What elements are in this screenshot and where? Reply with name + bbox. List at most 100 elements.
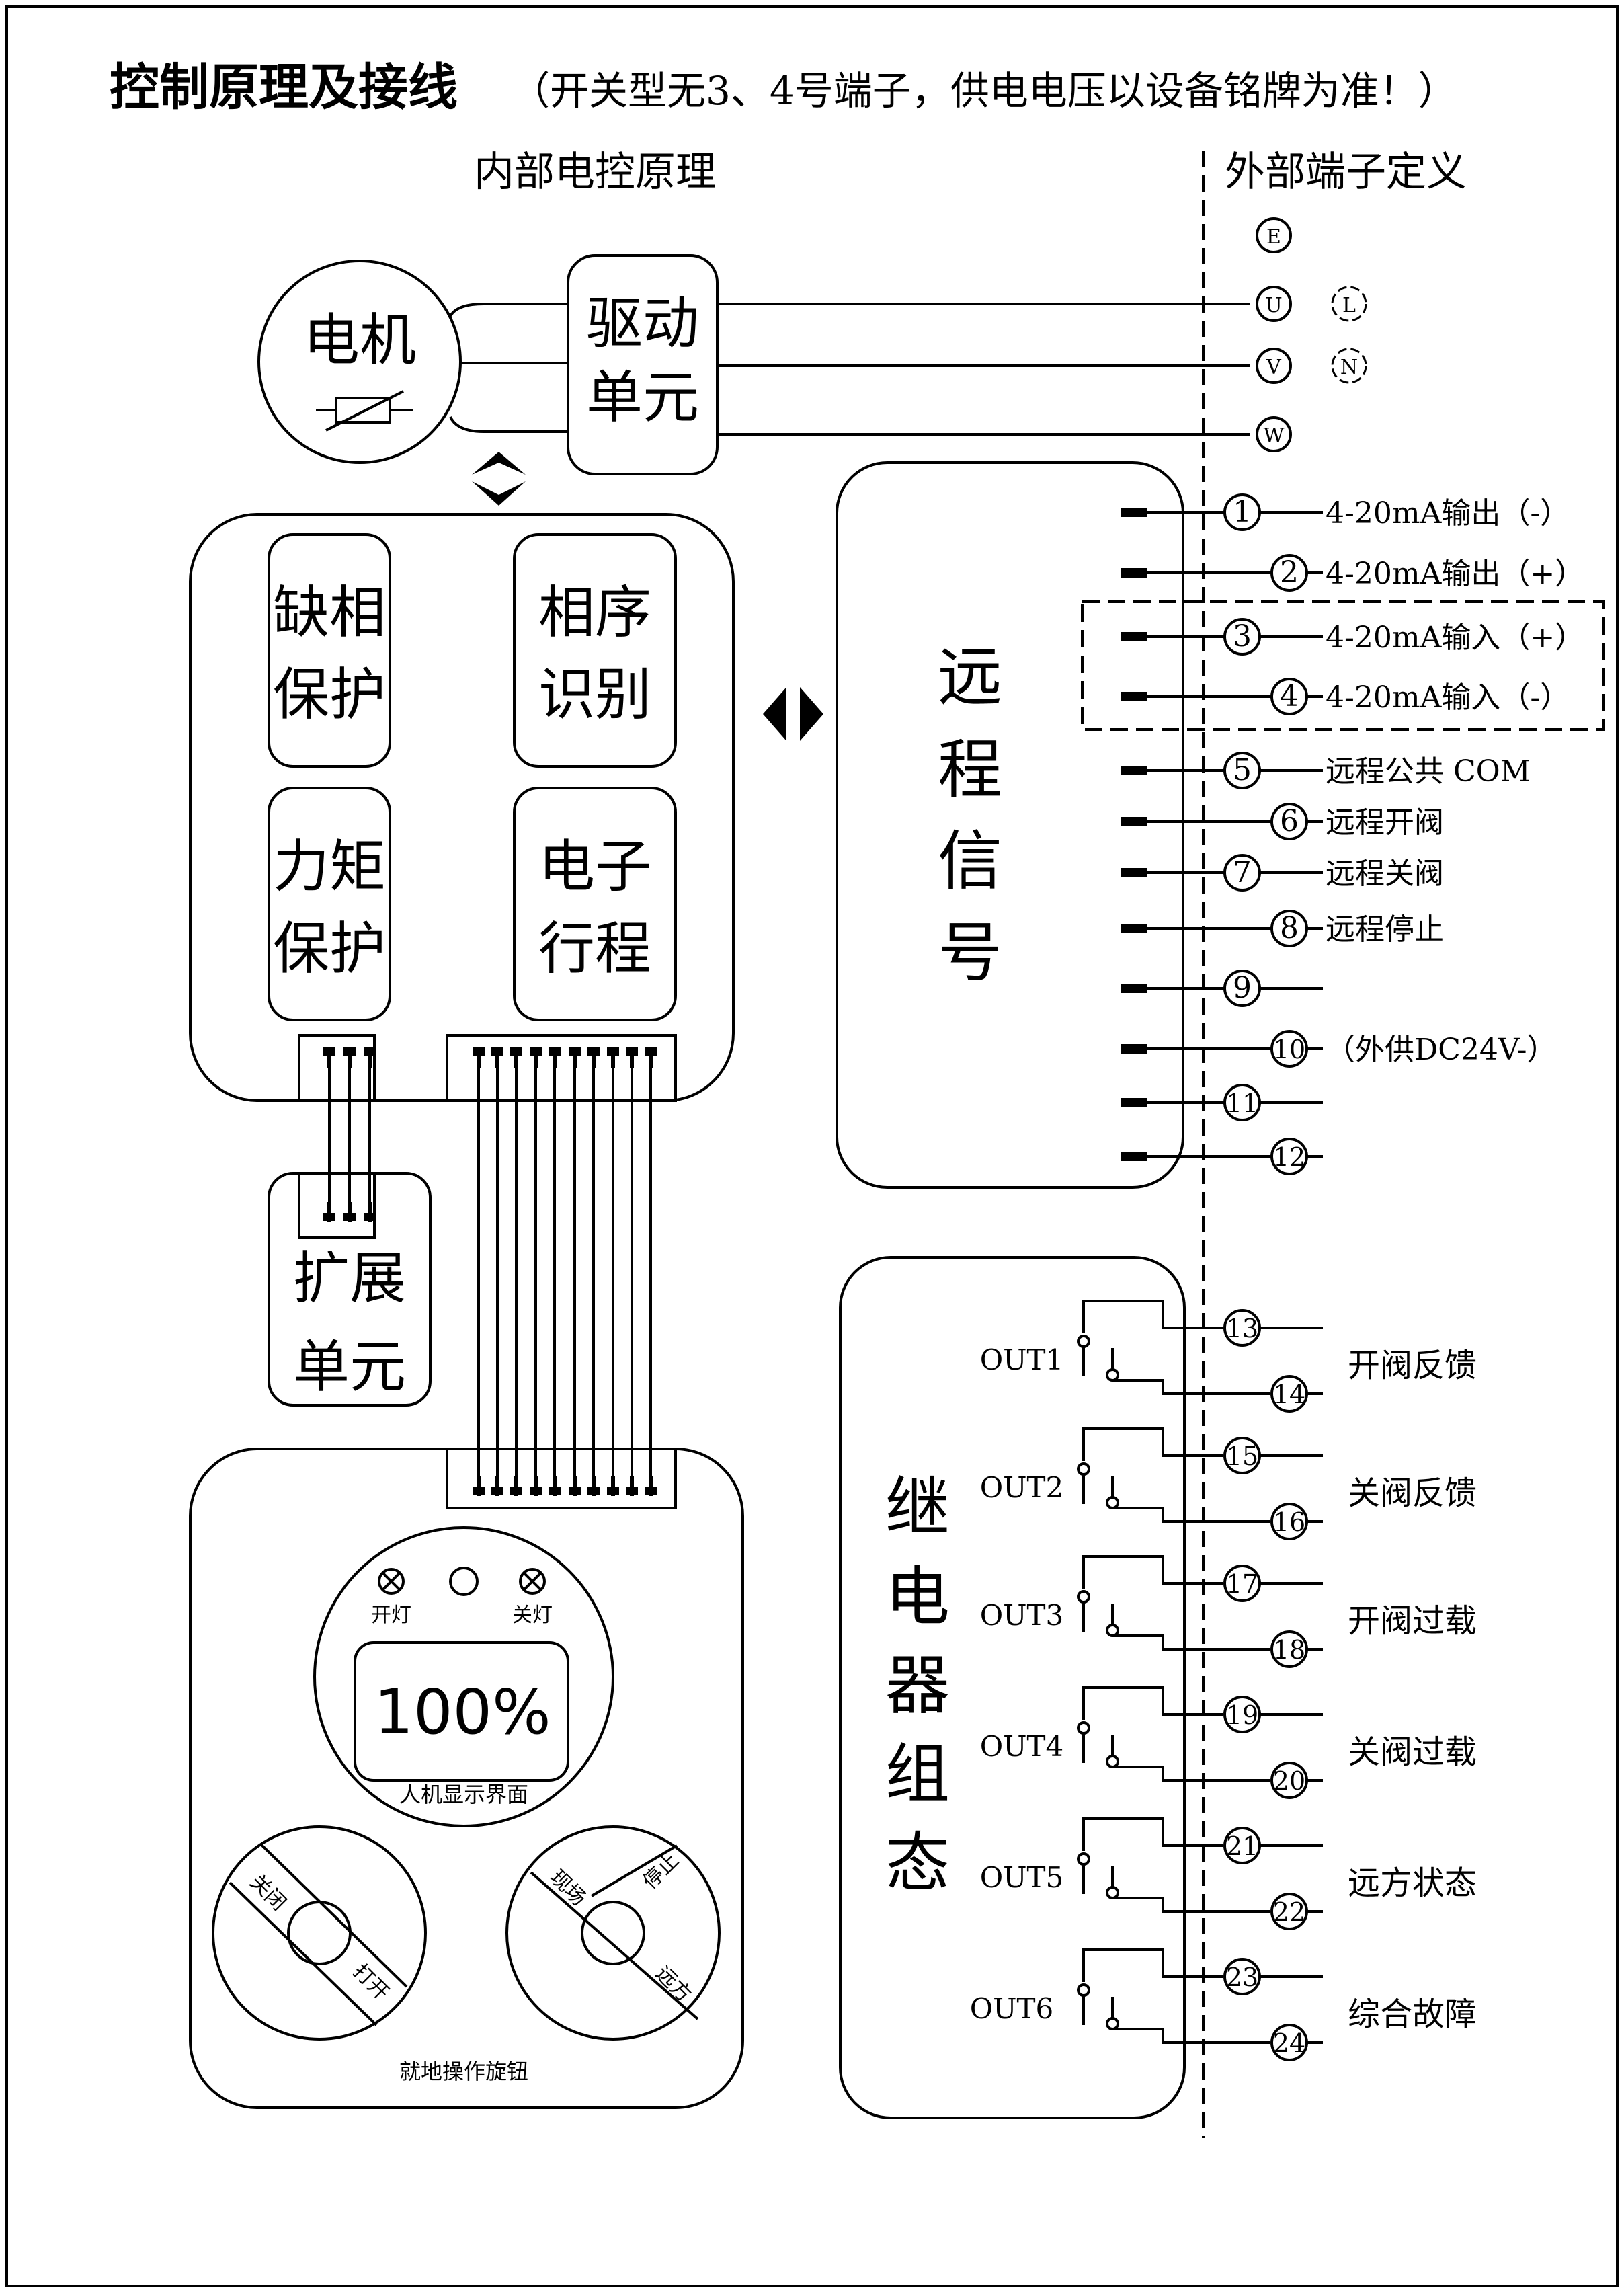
module-electronic-travel <box>513 787 677 1021</box>
control-board-box <box>189 513 735 1102</box>
connector-pin <box>473 1476 485 1496</box>
svg-text:远程开阀: 远程开阀 <box>1326 805 1444 840</box>
section-internal-heading: 内部电控原理 <box>474 149 716 196</box>
expansion-wires <box>328 1068 371 1202</box>
svg-text:6: 6 <box>1280 804 1299 838</box>
connector-pin <box>491 1476 503 1496</box>
connector-pin <box>549 1476 561 1496</box>
module-phase-loss-line2: 保护 <box>273 662 386 727</box>
remote-signal-char-1: 远 <box>938 639 1002 715</box>
connector-pin <box>626 1047 638 1068</box>
svg-text:OUT1: OUT1 <box>980 1343 1064 1376</box>
svg-text:15: 15 <box>1226 1441 1258 1471</box>
signal-terminal-6: 6 远程开阀 <box>1121 803 1444 840</box>
svg-text:关阀反馈: 关阀反馈 <box>1348 1474 1477 1512</box>
close-lamp-label: 关灯 <box>512 1604 553 1627</box>
svg-text:远程公共 COM: 远程公共 COM <box>1326 754 1531 789</box>
relay-group-char-4: 组 <box>885 1737 950 1812</box>
svg-text:开阀反馈: 开阀反馈 <box>1348 1347 1477 1384</box>
terminal-V: V <box>1256 348 1292 384</box>
module-phase-sequence-line1: 相序 <box>538 580 651 645</box>
module-phase-sequence <box>513 533 677 768</box>
module-torque-protection-line2: 保护 <box>273 916 386 982</box>
svg-text:8: 8 <box>1280 911 1299 945</box>
motor-label-2: 机 <box>360 307 416 373</box>
module-phase-loss <box>268 533 391 768</box>
terminal-U: U <box>1256 286 1292 322</box>
motor-label: 电机 <box>303 307 416 373</box>
svg-text:N: N <box>1340 356 1358 379</box>
svg-text:3: 3 <box>1233 619 1252 654</box>
svg-text:远方状态: 远方状态 <box>1348 1864 1477 1902</box>
svg-text:远程关阀: 远程关阀 <box>1326 857 1444 891</box>
svg-text:4-20mA输入（+）: 4-20mA输入（+） <box>1326 621 1584 655</box>
signal-terminal-3: 3 4-20mA输入（+） <box>1121 618 1584 656</box>
hmi-connector-pins <box>473 1476 657 1496</box>
connector-pin <box>491 1047 503 1068</box>
expansion-unit-line2: 单元 <box>293 1334 406 1400</box>
svg-text:U: U <box>1265 294 1282 317</box>
svg-text:7: 7 <box>1233 855 1252 889</box>
svg-text:5: 5 <box>1233 753 1252 787</box>
svg-text:11: 11 <box>1226 1089 1258 1118</box>
page-title: 控制原理及接线 <box>110 58 458 116</box>
terminal-L: L <box>1331 286 1367 322</box>
svg-text:2: 2 <box>1280 555 1299 590</box>
drive-unit-line2: 单元 <box>586 364 699 430</box>
local-remote-knob[interactable] <box>505 1825 721 2041</box>
connector-pin <box>510 1476 522 1496</box>
svg-text:E: E <box>1266 225 1281 249</box>
svg-text:OUT5: OUT5 <box>980 1861 1064 1894</box>
motor-circle <box>257 260 462 464</box>
remote-signal-char-4: 号 <box>938 915 1002 990</box>
connector-pin <box>510 1047 522 1068</box>
status-lamp-icon <box>449 1567 479 1596</box>
svg-text:关阀过载: 关阀过载 <box>1348 1733 1477 1771</box>
terminal-W: W <box>1256 416 1292 452</box>
svg-text:综合故障: 综合故障 <box>1348 1995 1477 2033</box>
hmi-display-caption: 人机显示界面 <box>399 1782 528 1807</box>
knob2-local-label: 现场 <box>545 1866 590 1911</box>
local-remote-knob-center <box>581 1901 645 1965</box>
module-phase-sequence-line2: 识别 <box>538 662 651 727</box>
svg-text:14: 14 <box>1273 1380 1305 1409</box>
connector-pin <box>569 1047 581 1068</box>
svg-text:24: 24 <box>1273 2028 1305 2058</box>
expansion-pins <box>323 1202 376 1222</box>
remote-signal-box <box>836 461 1184 1189</box>
connector-pin <box>569 1476 581 1496</box>
relay-outputs: OUT11314开阀反馈OUT21516关阀反馈OUT31718开阀过载OUT4… <box>970 1300 1477 2061</box>
open-close-knob[interactable] <box>212 1825 427 2041</box>
svg-text:13: 13 <box>1226 1314 1258 1343</box>
connector-pin <box>530 1476 542 1496</box>
svg-text:4: 4 <box>1280 679 1299 713</box>
svg-text:4-20mA输出（+）: 4-20mA输出（+） <box>1326 557 1584 591</box>
connector-pin <box>323 1047 335 1068</box>
board-10pin-pins <box>473 1047 657 1068</box>
section-external-heading: 外部端子定义 <box>1225 149 1467 196</box>
open-lamp-label: 开灯 <box>371 1604 411 1627</box>
hmi-connector <box>446 1448 677 1509</box>
relay-box <box>839 1256 1186 2119</box>
svg-text:W: W <box>1264 424 1285 448</box>
svg-text:OUT6: OUT6 <box>970 1992 1054 2025</box>
knob2-remote-label: 远方 <box>651 1962 696 2007</box>
drive-unit-line1: 驱动 <box>586 290 699 356</box>
board-3pin-pins <box>323 1047 376 1068</box>
relay-group-char-3: 器 <box>885 1648 950 1723</box>
module-phase-loss-line1: 缺相 <box>273 580 386 645</box>
module-torque-protection-line1: 力矩 <box>273 834 386 900</box>
relay-group-char-2: 电 <box>885 1559 950 1634</box>
svg-text:OUT4: OUT4 <box>980 1730 1064 1763</box>
signal-terminal-10: 10（外供DC24V-） <box>1121 1030 1557 1068</box>
svg-text:OUT3: OUT3 <box>980 1599 1064 1632</box>
connector-pin <box>323 1202 335 1222</box>
connector-pin <box>645 1047 657 1068</box>
connector-pin <box>626 1476 638 1496</box>
signal-terminal-7: 7 远程关阀 <box>1121 854 1444 892</box>
